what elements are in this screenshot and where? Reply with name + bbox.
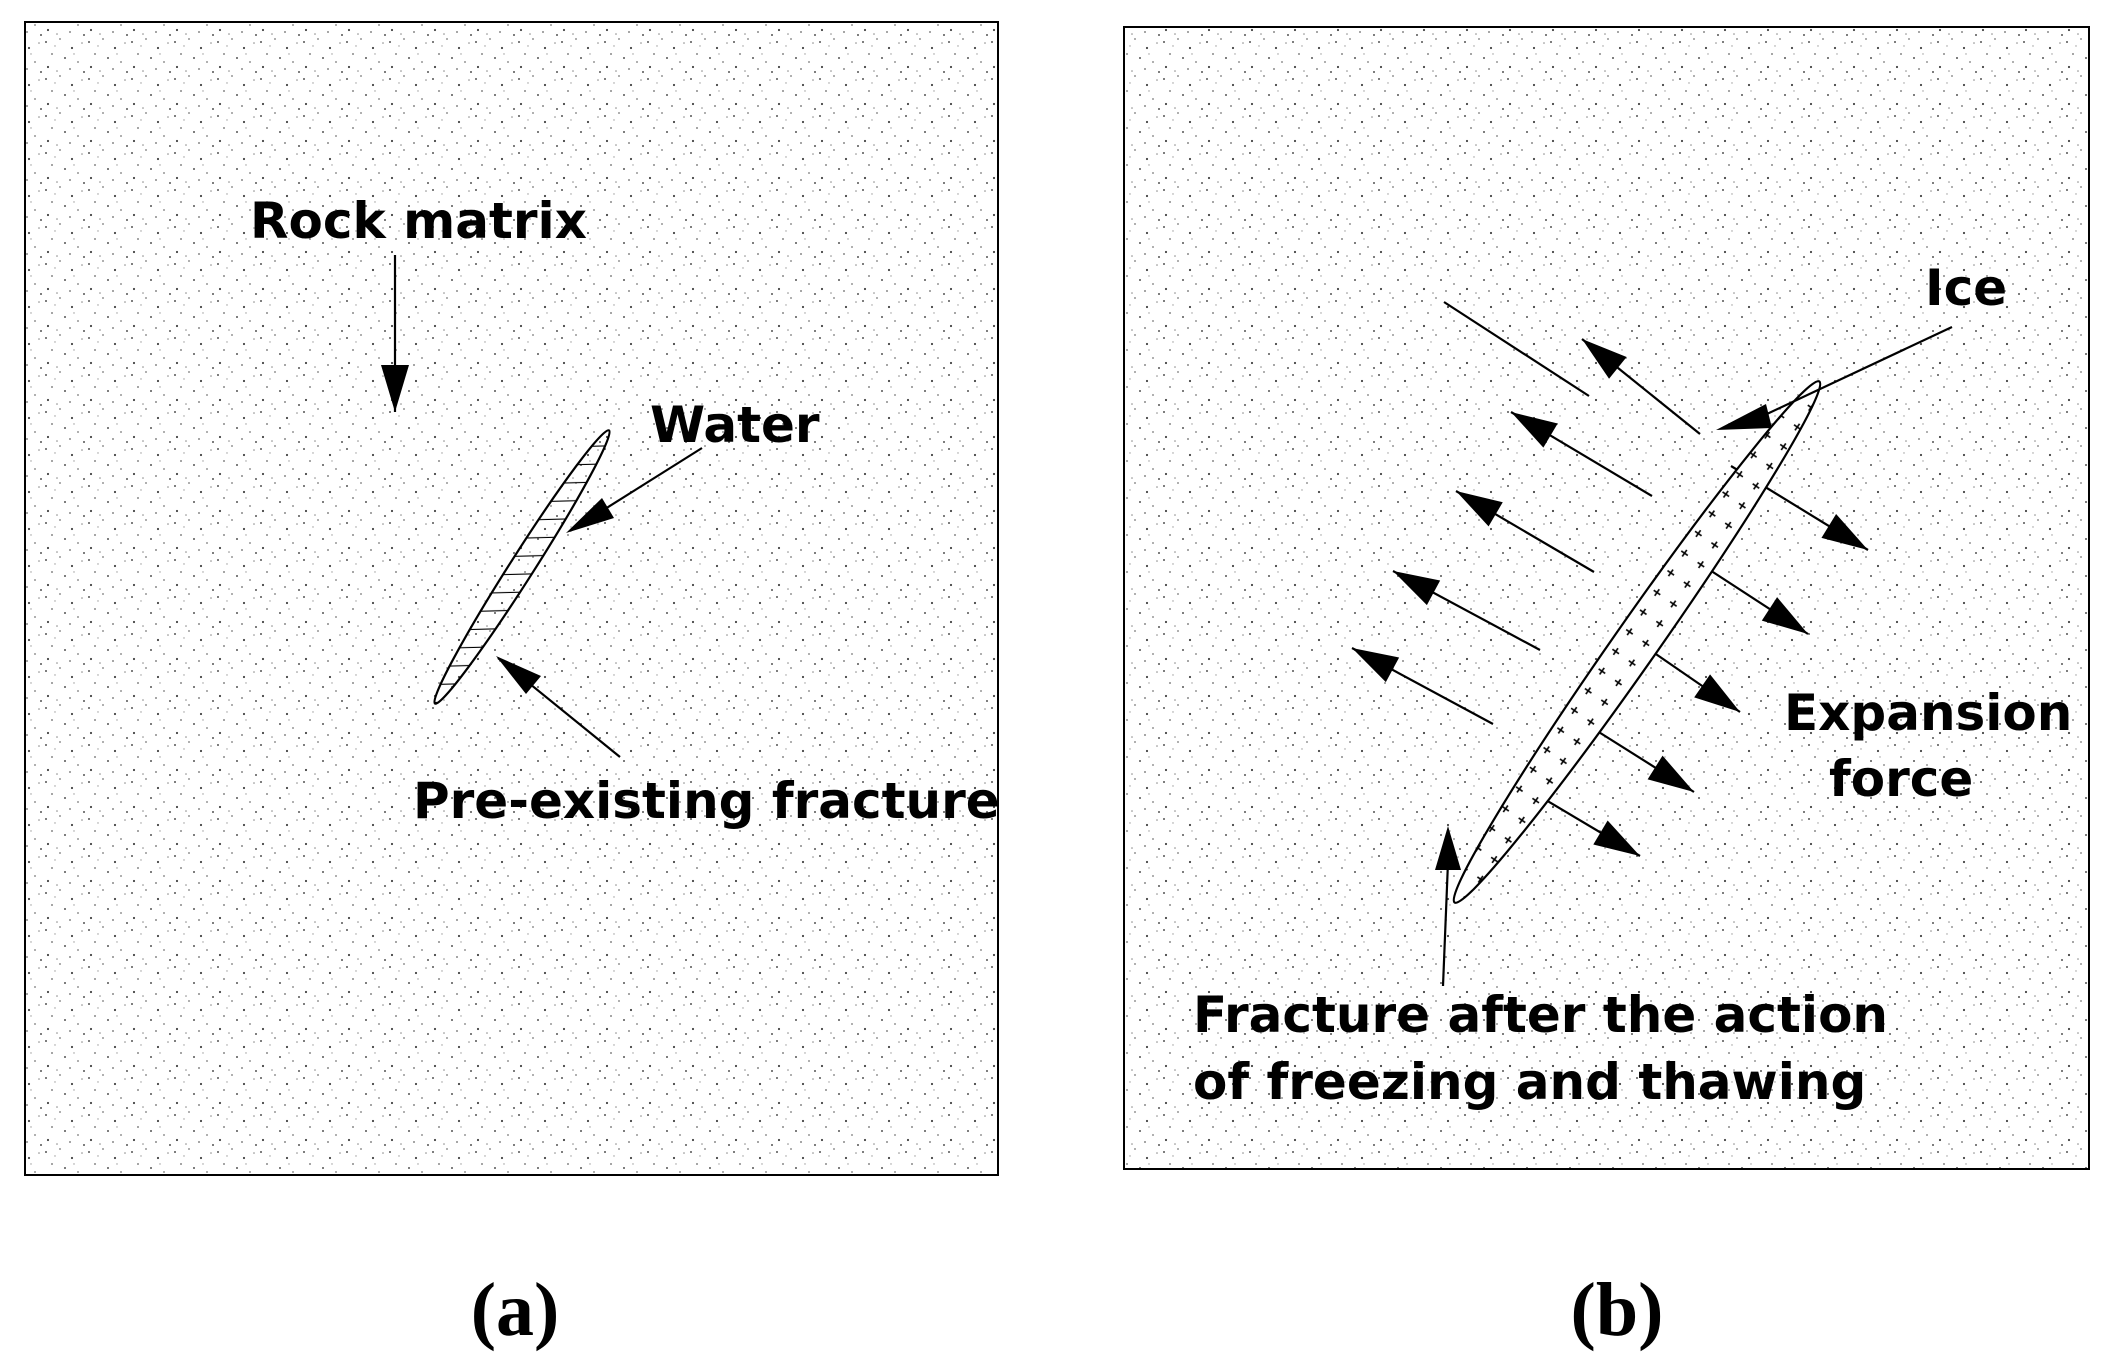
expansion-force-arrowhead-nw-2 bbox=[1511, 412, 1558, 448]
expansion-arrow-nw bbox=[1443, 301, 1590, 397]
panel-b-rock-texture bbox=[1125, 28, 2088, 1168]
panel-b-fracture-leader-line bbox=[1441, 861, 1450, 987]
panel-b-fracture-leader-arrowhead bbox=[1435, 826, 1461, 870]
panel-a-fracture-arrowhead bbox=[496, 656, 541, 694]
expansion-force-arrow-group bbox=[1351, 338, 1869, 857]
expansion-force-arrowhead-nw-3 bbox=[1456, 491, 1503, 527]
panel-b-ice-pluses bbox=[1453, 381, 1821, 903]
expansion-force-label-line2: force bbox=[1829, 750, 1973, 808]
panel-b-caption: (b) bbox=[1571, 1268, 1664, 1352]
water-label: Water bbox=[650, 396, 820, 454]
expansion-force-arrowhead-nw-5 bbox=[1352, 648, 1400, 683]
expansion-force-arrowhead-se-4 bbox=[1647, 755, 1694, 792]
ice-leader-arrowhead bbox=[1716, 404, 1772, 430]
panel-a-rock-matrix-arrowhead bbox=[381, 365, 409, 412]
expansion-force-arrowhead-nw-4 bbox=[1393, 571, 1441, 606]
panel-a-caption: (a) bbox=[471, 1268, 560, 1352]
ice-leader-line bbox=[1751, 326, 1953, 422]
panel-a-water-arrowhead bbox=[566, 498, 614, 533]
expansion-force-arrowhead-se-2 bbox=[1761, 597, 1808, 634]
panel-b: Ice Expansion force Fracture after the a… bbox=[1123, 26, 2090, 1352]
rock-matrix-label: Rock matrix bbox=[250, 192, 587, 250]
ice-label: Ice bbox=[1925, 259, 2007, 317]
expansion-force-arrowhead-se-1 bbox=[1821, 514, 1868, 550]
expansion-force-label-line1: Expansion bbox=[1784, 684, 2072, 742]
panel-a-water-fill bbox=[434, 430, 610, 704]
expansion-force-arrowhead-se-3 bbox=[1694, 674, 1740, 712]
fracture-after-freeze-thaw-label-line1: Fracture after the action bbox=[1193, 986, 1888, 1044]
fracture-after-freeze-thaw-label-line2: of freezing and thawing bbox=[1193, 1053, 1866, 1111]
panel-b-fracture bbox=[1452, 380, 1822, 904]
panel-a: Rock matrix Water Pre-existing fracture … bbox=[24, 21, 1000, 1352]
panel-a-pre-existing-fracture bbox=[433, 429, 611, 705]
expansion-force-arrowhead-nw-1 bbox=[1582, 339, 1627, 379]
pre-existing-fracture-label: Pre-existing fracture bbox=[413, 772, 1000, 830]
expansion-force-arrowhead-se-5 bbox=[1593, 820, 1640, 856]
expansion-force-arrows bbox=[1443, 301, 1590, 397]
